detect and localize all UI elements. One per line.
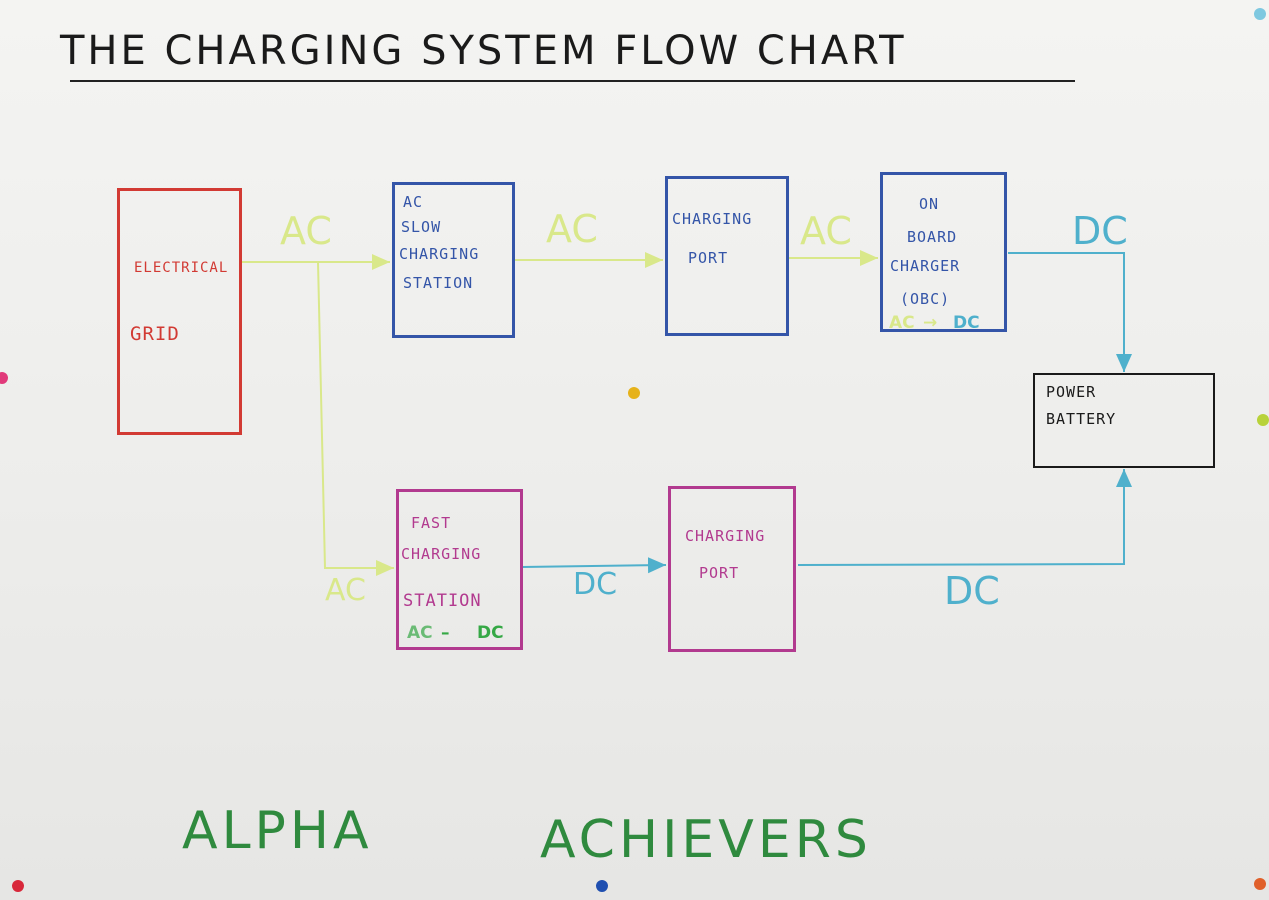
- wire-grid-to-fast: [317, 261, 394, 576]
- pushpin-icon: [1257, 414, 1269, 426]
- fast-conv-arrow: –: [441, 623, 450, 643]
- ac-slow-label-line4: STATION: [403, 274, 474, 292]
- charging-port-bottom-label-line2: PORT: [699, 564, 740, 582]
- pushpin-icon: [12, 880, 24, 892]
- obc-label-line2: BOARD: [907, 228, 958, 246]
- charging-port-bottom-box: CHARGING PORT: [668, 486, 796, 652]
- edge-label-grid-to-slow: AC: [280, 209, 332, 253]
- on-board-charger-box: ON BOARD CHARGER (OBC) AC → DC: [880, 172, 1007, 332]
- pushpin-icon: [1254, 8, 1266, 20]
- wire-port-to-battery: [797, 469, 1132, 566]
- ac-slow-charging-station-box: AC SLOW CHARGING STATION: [392, 182, 515, 338]
- electrical-grid-label-line2: GRID: [130, 323, 180, 345]
- electrical-grid-label-line1: ELECTRICAL: [134, 260, 229, 276]
- charging-port-bottom-label-line1: CHARGING: [685, 527, 766, 545]
- edge-label-port-to-obc: AC: [800, 209, 852, 253]
- ac-slow-label-line2: SLOW: [401, 218, 442, 236]
- obc-conv-from: AC: [889, 313, 915, 333]
- wire-obc-to-battery: [1008, 252, 1132, 372]
- fast-label-line1: FAST: [411, 514, 452, 532]
- battery-label-line1: POWER: [1046, 383, 1097, 401]
- pushpin-icon: [1254, 878, 1266, 890]
- edge-label-obc-to-battery: DC: [1072, 209, 1128, 253]
- page-title: THE CHARGING SYSTEM FLOW CHART: [60, 28, 907, 74]
- ac-slow-label-line3: CHARGING: [399, 245, 480, 263]
- fast-charging-station-box: FAST CHARGING STATION AC – DC: [396, 489, 523, 650]
- battery-label-line2: BATTERY: [1046, 410, 1117, 428]
- footer-left-text: ALPHA: [182, 801, 373, 861]
- fast-conv-to: DC: [477, 623, 504, 643]
- pushpin-icon: [596, 880, 608, 892]
- fast-conv-from: AC: [407, 623, 433, 643]
- obc-label-line3: CHARGER: [890, 257, 961, 275]
- obc-conv-to: DC: [953, 313, 980, 333]
- ac-slow-label-line1: AC: [403, 193, 424, 211]
- edge-label-fast-to-port: DC: [573, 567, 618, 602]
- pushpin-icon: [0, 372, 8, 384]
- footer-right-text: ACHIEVERS: [540, 810, 872, 870]
- title-underline: [70, 80, 1075, 82]
- edge-label-slow-to-port: AC: [546, 207, 598, 251]
- obc-label-line4: (OBC): [900, 290, 951, 308]
- charging-port-top-box: CHARGING PORT: [665, 176, 789, 336]
- edge-label-grid-to-fast: AC: [325, 573, 366, 608]
- pushpin-icon: [628, 387, 640, 399]
- obc-conv-arrow: →: [923, 313, 938, 333]
- power-battery-box: POWER BATTERY: [1033, 373, 1215, 468]
- electrical-grid-box: ELECTRICAL GRID: [117, 188, 242, 435]
- charging-port-top-label-line1: CHARGING: [672, 210, 753, 228]
- charging-port-top-label-line2: PORT: [688, 249, 729, 267]
- wire-fast-to-port: [521, 557, 667, 574]
- edge-label-port-to-battery: DC: [944, 569, 1000, 613]
- fast-label-line2: CHARGING: [401, 545, 482, 563]
- obc-label-line1: ON: [919, 195, 940, 213]
- fast-label-line3: STATION: [403, 591, 482, 611]
